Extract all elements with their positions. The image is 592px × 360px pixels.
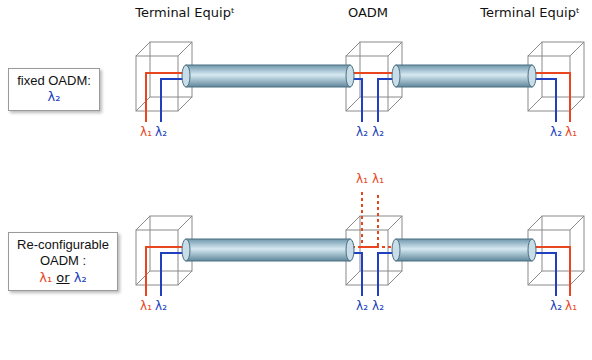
equipment-heading: OADM bbox=[348, 6, 388, 20]
wavelength-label: λ₂ bbox=[155, 300, 167, 313]
fibre-cables bbox=[182, 65, 536, 261]
box-heading: fixed OADM: bbox=[17, 73, 91, 89]
wavelength-set: λ₁ or λ₂ bbox=[17, 270, 109, 286]
wavelength-label: λ₂ bbox=[356, 126, 368, 139]
wavelength-label: λ₂ bbox=[550, 126, 562, 139]
wavelength-label: λ₂ bbox=[372, 300, 384, 313]
wavelength-label: λ₁ bbox=[356, 173, 368, 186]
box-heading: Re-configurable OADM : bbox=[17, 237, 109, 270]
equipment-heading: Terminal Equipᵗ bbox=[135, 6, 234, 20]
wavelength-label: λ₂ bbox=[550, 300, 562, 313]
wavelength-label: λ₁ bbox=[140, 126, 152, 139]
wavelength-label: λ₁ bbox=[140, 300, 152, 313]
wavelength-label: λ₁ bbox=[565, 126, 577, 139]
equipment-cubes bbox=[136, 42, 584, 285]
wavelength-label: λ₂ bbox=[155, 126, 167, 139]
wavelength-label: λ₁ bbox=[372, 173, 384, 186]
wavelength-label: λ₁ bbox=[565, 300, 577, 313]
label-box: Re-configurable OADM :λ₁ or λ₂ bbox=[8, 232, 118, 291]
wavelength-paths bbox=[146, 73, 570, 296]
wavelength-label: λ₂ bbox=[372, 126, 384, 139]
wavelength-label: λ₂ bbox=[356, 300, 368, 313]
label-box: fixed OADM:λ₂ bbox=[8, 68, 100, 111]
wavelength-set: λ₂ bbox=[17, 89, 91, 105]
equipment-heading: Terminal Equipᵗ bbox=[480, 6, 579, 20]
